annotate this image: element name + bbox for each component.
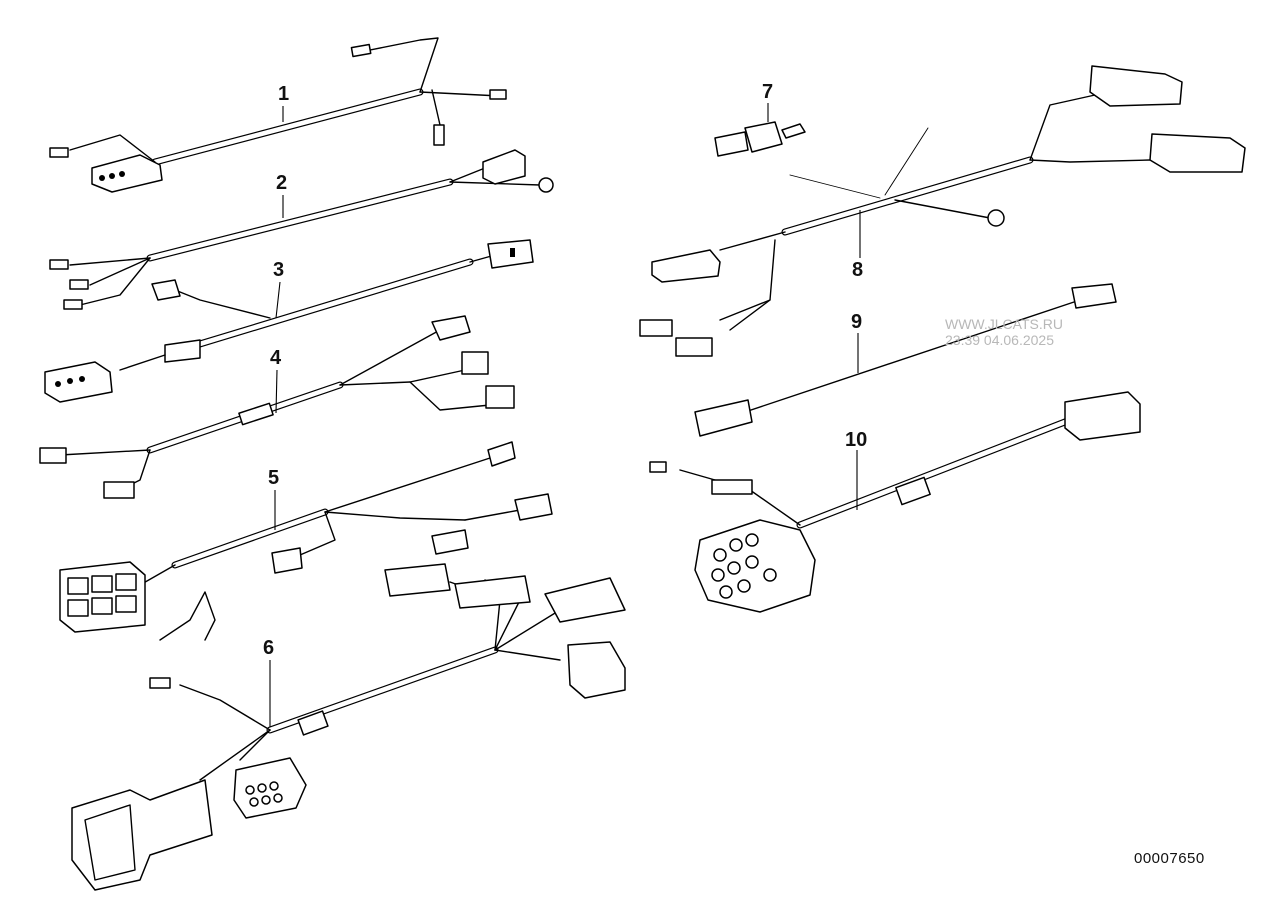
callout-5: 5 (268, 467, 280, 489)
part-7 (714, 121, 806, 157)
callout-1: 1 (278, 83, 290, 105)
harness-10 (649, 391, 1141, 613)
watermark-timestamp: 23:39 04.06.2025 (945, 332, 1054, 348)
callout-4: 4 (270, 347, 282, 369)
callout-2: 2 (276, 172, 288, 194)
callout-9: 9 (851, 311, 863, 333)
harness-6 (71, 563, 626, 891)
callout-10: 10 (845, 429, 868, 451)
callout-6: 6 (263, 637, 275, 659)
harness-9 (694, 283, 1117, 437)
callout-8: 8 (852, 259, 864, 281)
drawing-number: 00007650 (1134, 850, 1205, 867)
harness-5 (59, 441, 553, 641)
harness-1 (49, 37, 507, 193)
callout-3: 3 (273, 259, 285, 281)
harness-8 (639, 65, 1246, 357)
callout-leaders (269, 103, 861, 727)
harness-3 (44, 239, 534, 403)
callout-7: 7 (762, 81, 774, 103)
watermark-site: WWW.JLCATS.RU (945, 316, 1063, 332)
harness-4 (39, 315, 515, 499)
harness-2 (49, 149, 554, 310)
